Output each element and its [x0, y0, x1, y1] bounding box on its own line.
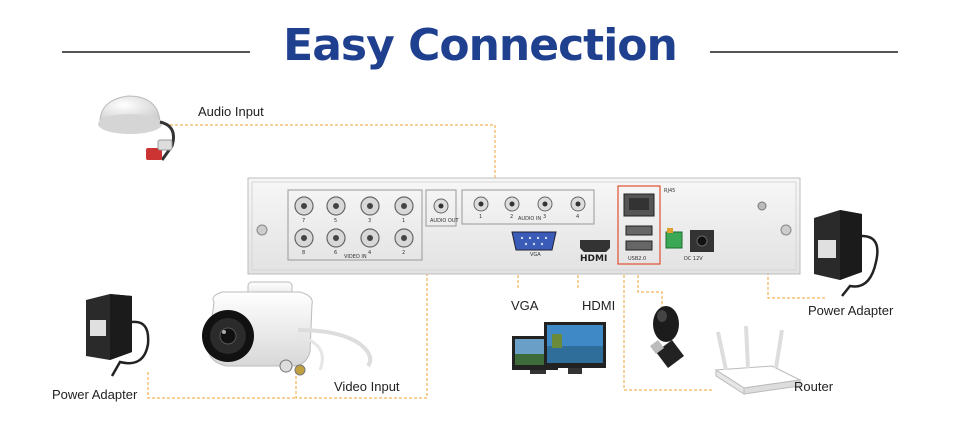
router-label: Router — [794, 379, 834, 394]
power-adapter-left-icon — [86, 294, 150, 377]
audio-in-number: 2 — [510, 214, 514, 220]
bnc-number: 5 — [334, 218, 338, 224]
camera-icon — [202, 281, 373, 376]
power-adapter-right-icon — [814, 210, 879, 297]
bnc-number: 1 — [402, 218, 406, 224]
hdmi-logo: HDMI — [580, 254, 608, 264]
monitor-icon — [512, 322, 606, 374]
audio-input-label: Audio Input — [198, 104, 264, 119]
usb-stick-icon — [650, 340, 684, 368]
rj45-label: RJ45 — [664, 188, 676, 194]
usb-label: USB2.0 — [628, 256, 647, 262]
hdmi-label: HDMI — [582, 298, 616, 313]
divider-left — [62, 51, 250, 53]
audio-in-number: 4 — [576, 214, 580, 220]
bnc-number: 4 — [368, 250, 372, 256]
audio-in-label: AUDIO IN — [518, 216, 542, 222]
bnc-number: 8 — [302, 250, 306, 256]
dvr-rear-panel — [247, 177, 801, 275]
mouse-icon — [653, 306, 679, 342]
divider-right — [710, 51, 898, 53]
audio-out-label: AUDIO OUT — [430, 218, 459, 224]
video-in-label: VIDEO IN — [344, 254, 367, 260]
video-input-label: Video Input — [334, 379, 400, 394]
bnc-number: 3 — [368, 218, 372, 224]
dc-label: DC 12V — [684, 256, 703, 262]
audio-in-number: 1 — [479, 214, 483, 220]
vga-port-label: VGA — [530, 252, 541, 258]
bnc-number: 2 — [402, 250, 406, 256]
audio-in-number: 3 — [543, 214, 547, 220]
vga-label: VGA — [511, 298, 539, 313]
bnc-number: 7 — [302, 218, 306, 224]
power-adapter-left-label: Power Adapter — [52, 387, 138, 402]
page-title: Easy Connection — [283, 20, 678, 71]
microphone-icon — [98, 95, 175, 161]
bnc-number: 6 — [334, 250, 338, 256]
router-icon — [714, 325, 802, 395]
power-adapter-right-label: Power Adapter — [808, 303, 894, 318]
